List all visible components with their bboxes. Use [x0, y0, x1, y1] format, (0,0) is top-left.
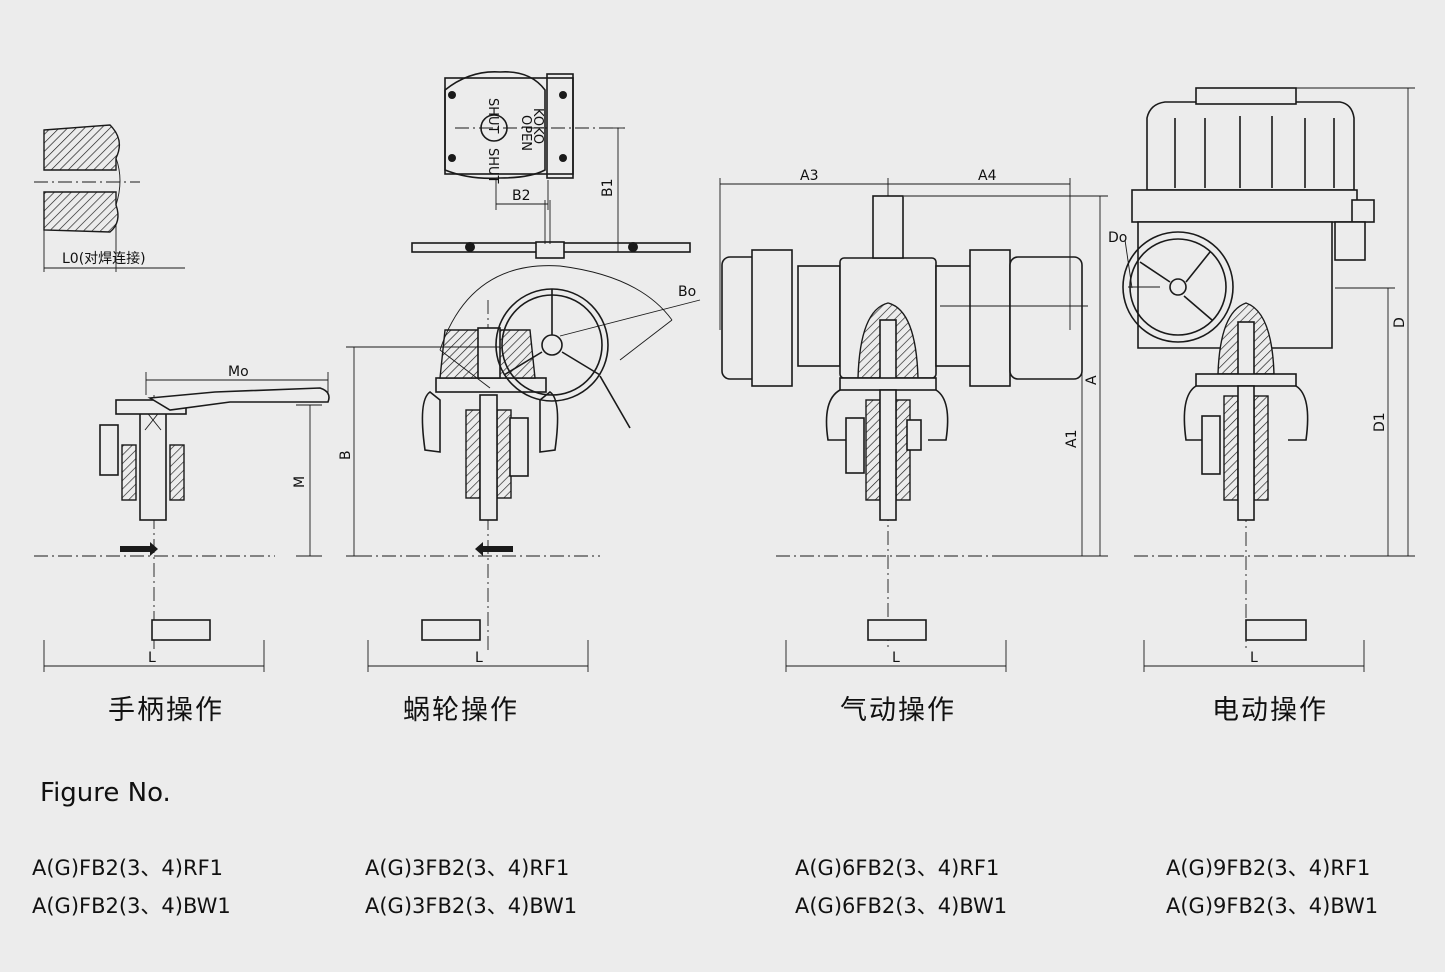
dim-a3: A3: [800, 168, 818, 184]
dim-b2: B2: [512, 188, 531, 204]
dim-l-manual: L: [148, 650, 156, 666]
dim-m: M: [292, 476, 308, 488]
caption-electric: 电动操作: [1212, 695, 1328, 726]
dim-b: B: [338, 450, 354, 460]
dim-l0: L0(对焊连接): [62, 250, 146, 267]
model-worm-bw: A(G)3FB2(3、4)BW1: [365, 894, 578, 918]
model-worm-rf: A(G)3FB2(3、4)RF1: [365, 856, 570, 880]
valve-electric: Do D D1 L: [1108, 87, 1415, 672]
dim-a: A: [1084, 375, 1100, 385]
model-electric-rf: A(G)9FB2(3、4)RF1: [1166, 856, 1371, 880]
gearbox-shut-top: SHUT: [485, 98, 500, 134]
dim-d: D: [1392, 317, 1408, 328]
gearbox-shut-bottom: SHUT: [485, 148, 500, 184]
dim-b1: B1: [600, 178, 616, 197]
dim-l-pneumatic: L: [892, 650, 900, 666]
dim-bo: Bo: [678, 284, 696, 300]
dim-mo: Mo: [228, 364, 249, 380]
butt-weld-detail: L0(对焊连接): [34, 124, 185, 272]
model-pneumatic-bw: A(G)6FB2(3、4)BW1: [795, 894, 1008, 918]
dim-d1: D1: [1372, 412, 1388, 432]
figure-title: Figure No.: [40, 778, 171, 808]
valve-manual: Mo M L: [34, 364, 330, 672]
gearbox-brand: KOKO: [530, 108, 545, 144]
model-pneumatic-rf: A(G)6FB2(3、4)RF1: [795, 856, 1000, 880]
valve-worm-gear: Bo SHUT SHUT OPEN KOKO B2 B1: [338, 71, 701, 672]
gearbox-open: OPEN: [518, 115, 533, 151]
caption-manual: 手柄操作: [108, 695, 224, 726]
dim-l-worm: L: [475, 650, 483, 666]
dim-do: Do: [1108, 230, 1127, 246]
dim-a4: A4: [978, 168, 997, 184]
dim-a1: A1: [1064, 430, 1080, 448]
valve-pneumatic: A3 A4 A A1 L: [719, 168, 1108, 672]
model-manual-rf: A(G)FB2(3、4)RF1: [32, 856, 224, 880]
caption-worm: 蜗轮操作: [403, 695, 519, 726]
model-electric-bw: A(G)9FB2(3、4)BW1: [1166, 894, 1379, 918]
model-manual-bw: A(G)FB2(3、4)BW1: [32, 894, 231, 918]
caption-pneumatic: 气动操作: [840, 695, 956, 726]
dim-l-electric: L: [1250, 650, 1258, 666]
